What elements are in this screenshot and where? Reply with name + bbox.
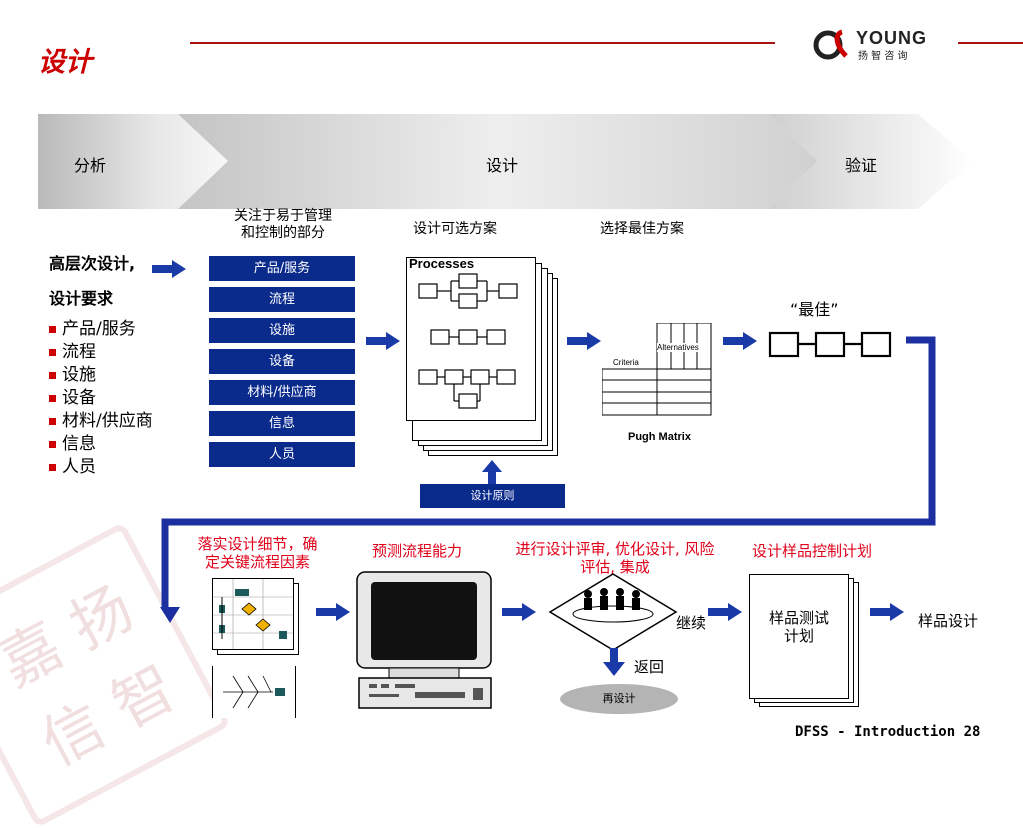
list-item: 信息	[49, 433, 153, 456]
list-item-label: 流程	[62, 342, 96, 362]
list-item-label: 信息	[62, 434, 96, 454]
bullet-icon	[49, 372, 56, 379]
select-heading: 选择最佳方案	[600, 221, 684, 237]
test-plan-doc: 样品测试 计划	[749, 574, 849, 699]
list-item-label: 产品/服务	[62, 319, 136, 339]
focus-box-equipment: 设备	[209, 349, 355, 374]
process-doc-label: Processes	[409, 256, 475, 271]
header-rule-right	[958, 42, 1023, 44]
list-item-label: 设施	[62, 365, 96, 385]
requirements-heading-2: 设计要求	[49, 289, 114, 308]
review-meeting-icon	[548, 573, 678, 651]
focus-box-process: 流程	[209, 287, 355, 312]
process-document: Processes	[406, 256, 536, 421]
detail-label: 落实设计细节，确 定关键流程因素	[197, 535, 318, 571]
redesign-cloud: 再设计	[560, 684, 678, 714]
control-plan-label: 设计样品控制计划	[752, 542, 873, 560]
logo-mark	[813, 29, 848, 60]
alternatives-heading: 设计可选方案	[413, 221, 497, 237]
list-item-label: 材料/供应商	[62, 411, 153, 431]
test-plan-label: 样品测试 计划	[768, 609, 829, 645]
focus-box-people: 人员	[209, 442, 355, 467]
bullet-icon	[49, 349, 56, 356]
footer-page-label: DFSS - Introduction 28	[795, 724, 981, 740]
list-item-label: 人员	[62, 457, 96, 477]
pugh-alternatives-label: Alternatives	[657, 343, 699, 352]
arrow-up-icon	[482, 460, 502, 486]
page-title: 设计	[38, 47, 92, 78]
arrow-right-icon	[723, 332, 757, 350]
fishbone-icon	[223, 675, 285, 709]
arrow-right-icon	[366, 332, 400, 350]
arrow-right-icon	[870, 603, 904, 621]
flowchart-icon	[213, 579, 293, 649]
best-label: “最佳”	[790, 300, 839, 319]
pugh-criteria-label: Criteria	[613, 358, 639, 367]
bullet-icon	[49, 441, 56, 448]
arrow-right-icon	[316, 603, 350, 621]
arrow-right-icon	[567, 332, 601, 350]
list-item: 设备	[49, 387, 153, 410]
focus-box-material: 材料/供应商	[209, 380, 355, 405]
review-label: 进行设计评审, 优化设计, 风险 评估, 集成	[515, 540, 715, 576]
bullet-icon	[49, 395, 56, 402]
computer-icon	[356, 571, 492, 709]
phase-banner	[38, 114, 973, 209]
focus-heading: 关注于易于管理 和控制的部分	[234, 208, 332, 241]
focus-box-info: 信息	[209, 411, 355, 436]
phase-verify: 验证	[845, 156, 878, 175]
requirements-heading-1: 高层次设计,	[49, 254, 136, 273]
arrow-down-icon	[603, 648, 625, 676]
list-item: 设施	[49, 364, 153, 387]
predict-label: 预测流程能力	[372, 542, 463, 560]
focus-box-facility: 设施	[209, 318, 355, 343]
header-rule-left	[190, 42, 775, 44]
phase-analysis: 分析	[74, 156, 107, 175]
flowchart-doc	[212, 578, 294, 650]
bullet-icon	[49, 418, 56, 425]
design-principle-box: 设计原则	[420, 484, 565, 508]
sample-design-label: 样品设计	[918, 612, 979, 630]
list-item-label: 设备	[62, 388, 96, 408]
process-flow-diagrams	[418, 273, 518, 409]
continue-label: 继续	[676, 614, 707, 632]
arrow-right-icon	[152, 260, 186, 278]
pugh-matrix-label: Pugh Matrix	[628, 431, 691, 443]
arrow-right-icon	[502, 603, 536, 621]
logo-subtitle: 扬 智 咨 询	[858, 51, 908, 62]
arrow-right-icon	[708, 603, 742, 621]
bullet-icon	[49, 326, 56, 333]
focus-box-product: 产品/服务	[209, 256, 355, 281]
bullet-icon	[49, 464, 56, 471]
fishbone-doc	[212, 666, 296, 718]
back-label: 返回	[634, 658, 665, 676]
list-item: 流程	[49, 341, 153, 364]
list-item: 产品/服务	[49, 318, 153, 341]
list-item: 人员	[49, 456, 153, 479]
requirements-list: 产品/服务 流程 设施 设备 材料/供应商 信息 人员	[49, 318, 153, 479]
phase-design: 设计	[486, 156, 519, 175]
flow-connector	[160, 336, 936, 623]
best-process-diagram	[768, 331, 892, 358]
logo-brand: YOUNG	[856, 28, 928, 48]
list-item: 材料/供应商	[49, 410, 153, 433]
